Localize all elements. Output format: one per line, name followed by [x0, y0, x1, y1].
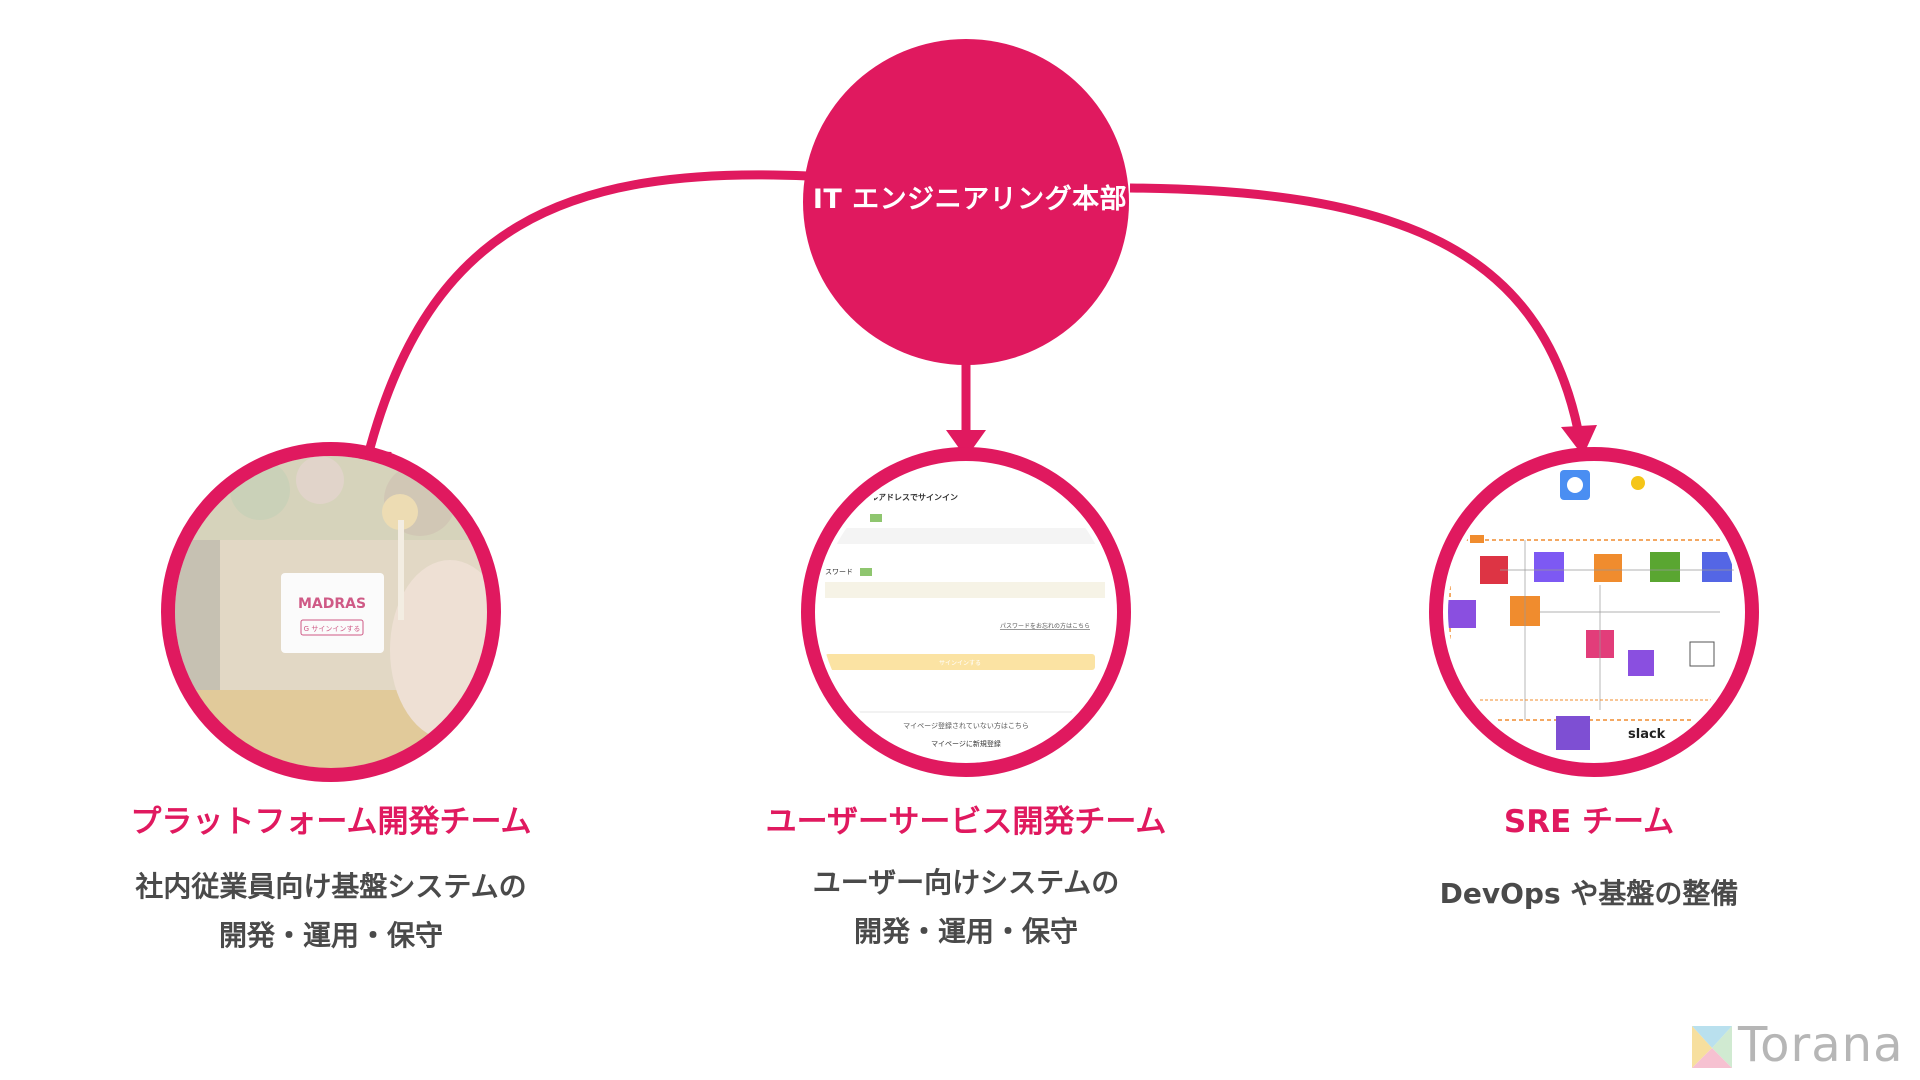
team-title-platform: プラットフォーム開発チーム [91, 796, 571, 841]
form-heading: ルアドレスでサインイン [870, 493, 958, 502]
team-desc-platform: 社内従業員向け基盤システムの 開発・運用・保守 [71, 862, 591, 960]
slack-logo: slack [1628, 727, 1666, 742]
team-desc-line: DevOps や基盤の整備 [1329, 869, 1849, 918]
madras-signin-label: G サインインする [304, 625, 361, 633]
register-link: マイページに新規登録 [931, 739, 1001, 748]
elasticache-icon [1690, 642, 1714, 666]
team-desc-line: 開発・運用・保守 [706, 907, 1226, 956]
team-desc-line: 開発・運用・保守 [71, 911, 591, 960]
torana-logo-icon [1692, 1026, 1732, 1068]
madras-logo: MADRAS [298, 596, 366, 612]
opensearch-icon [1628, 650, 1654, 676]
email-field [825, 528, 1105, 544]
connector-right [1130, 188, 1578, 430]
team-desc-sre: DevOps や基盤の整備 [1329, 869, 1849, 918]
madras-card [281, 573, 384, 653]
codedeploy-icon [1594, 554, 1622, 582]
cloudfront-icon [1534, 552, 1564, 582]
team-desc-line: 社内従業員向け基盤システムの [71, 862, 591, 911]
password-label: スワード [825, 568, 853, 576]
forgot-link: パスワードをお忘れの方はこちら [1000, 622, 1090, 630]
notification-dot [1631, 476, 1645, 490]
elb-icon [1448, 600, 1476, 628]
password-field [825, 582, 1105, 598]
s3-icon [1650, 552, 1680, 582]
connector-left [370, 175, 808, 448]
team-title-userservice: ユーザーサービス開発チーム [726, 796, 1206, 841]
rds-icon [1702, 552, 1732, 582]
not-registered-text: マイページ登録されていない方はこちら [903, 721, 1029, 730]
torana-logo-text: Torana [1738, 1017, 1904, 1073]
signin-submit-label: サインインする [939, 660, 981, 667]
email-required-badge [870, 514, 882, 522]
team-desc-line: ユーザー向けシステムの [706, 858, 1226, 907]
team-title-sre: SRE チーム [1349, 796, 1829, 841]
team-desc-userservice: ユーザー向けシステムの 開発・運用・保守 [706, 858, 1226, 956]
password-required-badge [860, 568, 872, 576]
root-label: IT エンジニアリング本部 [805, 177, 1135, 216]
datadog-icon [1556, 716, 1590, 750]
